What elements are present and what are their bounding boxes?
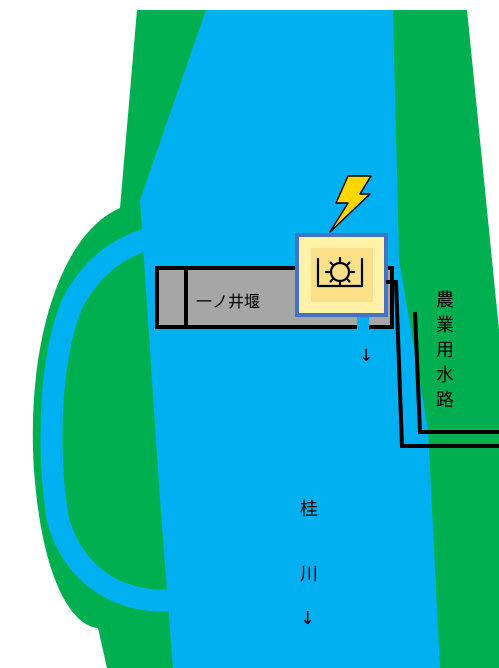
river-flow-arrow: ↓ (300, 608, 316, 629)
gate-device-inner (311, 248, 373, 302)
gate-outflow (357, 313, 369, 331)
river-channel (140, 10, 440, 668)
canal-label-char: 路 (436, 390, 454, 411)
canal-label-char: 農 (436, 290, 454, 311)
bypass-channel (40, 222, 217, 612)
canal-label-char: 用 (436, 340, 454, 361)
canal-label-char: 業 (436, 315, 454, 336)
weir-label: 一ノ井堰 (196, 292, 261, 311)
gate-flow-arrow: ↓ (359, 346, 374, 366)
canal-label-char: 水 (436, 365, 454, 386)
river-label-char: 川 (300, 564, 318, 585)
canal-outer-line (386, 280, 499, 448)
lightning-bolt-icon (329, 175, 372, 233)
river-label-char: 桂 (300, 499, 318, 520)
gate-machinery-icon (316, 257, 364, 288)
canal-inner-line (413, 311, 499, 434)
